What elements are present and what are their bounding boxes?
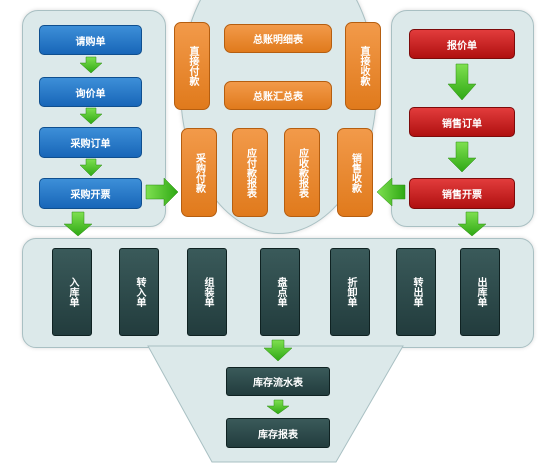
purchase-request-box[interactable]: 请购单 (39, 25, 142, 55)
direct-receive-label: 直接收款 (358, 46, 369, 86)
ledger-summary-label: 总账汇总表 (253, 92, 303, 103)
inventory-doc-transfer-out[interactable]: 转出单 (396, 248, 436, 336)
inventory-doc-transfer-in[interactable]: 转入单 (119, 248, 159, 336)
receivable-report-box[interactable]: 应收款报表 (284, 128, 320, 217)
purchase-order-box[interactable]: 采购订单 (39, 127, 142, 158)
purchase-order-label: 采购订单 (70, 139, 111, 150)
inventory-flow-box[interactable]: 库存流水表 (226, 367, 330, 396)
inventory-doc-stocktake[interactable]: 盘点单 (260, 248, 300, 336)
direct-pay-label: 直接付款 (187, 46, 198, 86)
sales-order-box[interactable]: 销售订单 (409, 107, 515, 137)
inventory-doc-label: 入库单 (67, 277, 78, 307)
sales-receive-label: 销售收款 (349, 152, 361, 193)
inventory-doc-label: 组装单 (202, 277, 213, 307)
purchase-pay-box[interactable]: 采购付款 (181, 128, 217, 217)
ledger-detail-box[interactable]: 总账明细表 (224, 24, 332, 53)
receivable-report-label: 应收款报表 (296, 147, 308, 198)
purchase-inquiry-box[interactable]: 询价单 (39, 77, 142, 107)
ledger-detail-label: 总账明细表 (253, 35, 303, 46)
inventory-doc-label: 折卸单 (345, 277, 356, 307)
purchase-pay-label: 采购付款 (193, 152, 205, 193)
purchase-invoice-box[interactable]: 采购开票 (39, 178, 142, 209)
inventory-doc-label: 出库单 (475, 277, 486, 307)
inventory-doc-label: 转出单 (411, 277, 422, 307)
direct-receive-box[interactable]: 直接收款 (345, 22, 381, 110)
inventory-doc-disassembly[interactable]: 折卸单 (330, 248, 370, 336)
direct-pay-box[interactable]: 直接付款 (174, 22, 210, 110)
inventory-flow-label: 库存流水表 (253, 378, 303, 389)
payable-report-label: 应付款报表 (244, 147, 256, 198)
purchase-inquiry-label: 询价单 (75, 88, 106, 100)
sales-invoice-label: 销售开票 (442, 190, 482, 201)
ledger-summary-box[interactable]: 总账汇总表 (224, 81, 332, 110)
purchase-request-label: 请购单 (75, 36, 106, 48)
inventory-doc-label: 转入单 (134, 277, 145, 307)
payable-report-box[interactable]: 应付款报表 (232, 128, 268, 217)
purchase-invoice-label: 采购开票 (70, 190, 111, 201)
inventory-doc-inbound[interactable]: 入库单 (52, 248, 92, 336)
inventory-report-box[interactable]: 库存报表 (226, 418, 330, 448)
inventory-doc-assembly[interactable]: 组装单 (187, 248, 227, 336)
sales-receive-box[interactable]: 销售收款 (337, 128, 373, 217)
sales-quote-box[interactable]: 报价单 (409, 29, 515, 59)
sales-invoice-box[interactable]: 销售开票 (409, 178, 515, 209)
sales-order-label: 销售订单 (442, 118, 482, 130)
sales-quote-label: 报价单 (447, 40, 477, 52)
inventory-report-label: 库存报表 (258, 429, 298, 441)
inventory-doc-label: 盘点单 (275, 277, 286, 307)
inventory-doc-outbound[interactable]: 出库单 (460, 248, 500, 336)
